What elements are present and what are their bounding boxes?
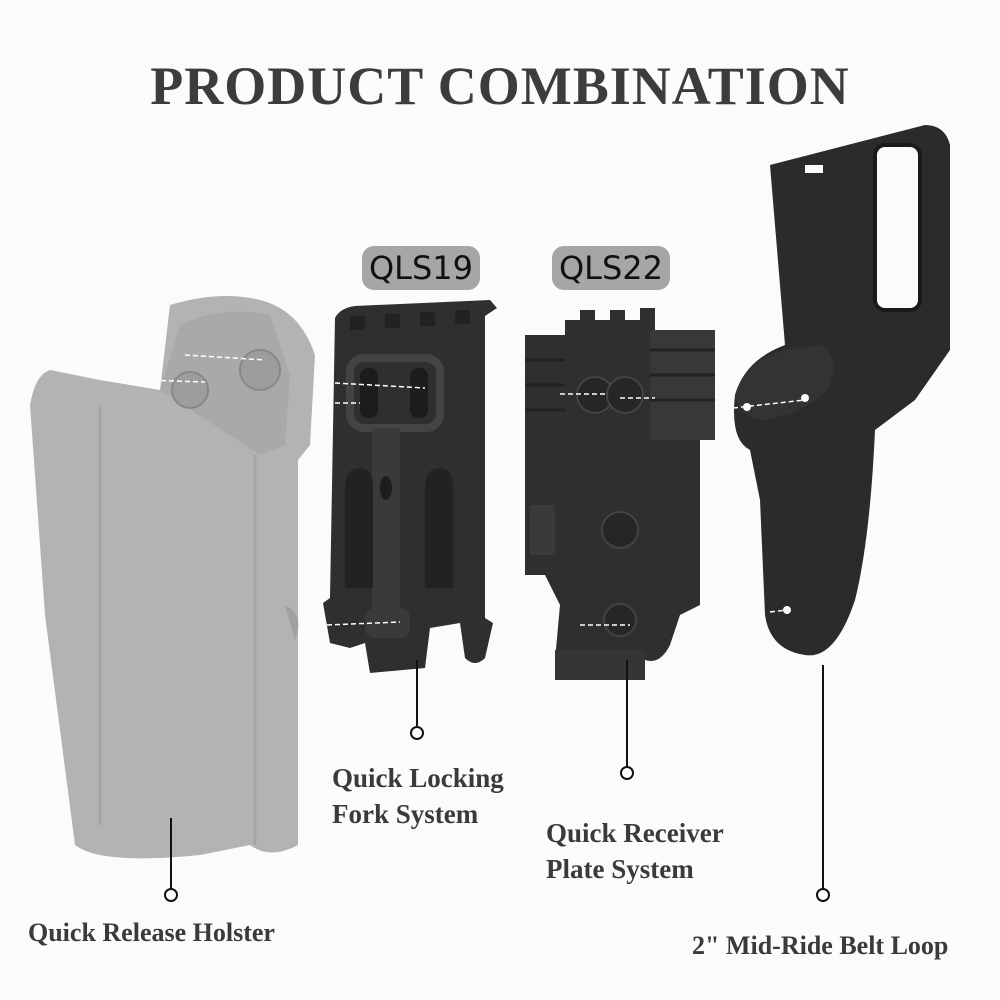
holster-leader-line <box>170 818 172 890</box>
qls19-badge: QLS19 <box>362 246 480 290</box>
quick-receiver-plate-image <box>525 308 715 680</box>
quick-release-holster-image <box>30 296 315 859</box>
label-line-2: Fork System <box>332 799 479 829</box>
mid-ride-belt-loop-label: 2" Mid-Ride Belt Loop <box>692 931 949 960</box>
page-title: PRODUCT COMBINATION <box>150 56 850 116</box>
receiver-leader-dot <box>620 766 634 780</box>
qls22-badge: QLS22 <box>552 246 670 290</box>
belt-loop-leader-dot <box>816 888 830 902</box>
label-line-1: Quick Locking <box>332 763 504 793</box>
receiver-leader-line <box>626 660 628 768</box>
fork-leader-line <box>416 660 418 728</box>
holster-leader-dot <box>164 888 178 902</box>
belt-loop-leader-line <box>822 665 824 890</box>
fork-leader-dot <box>410 726 424 740</box>
quick-receiver-plate-label: Quick Receiver Plate System <box>546 815 724 887</box>
quick-release-holster-label: Quick Release Holster <box>28 918 275 947</box>
quick-locking-fork-image <box>323 300 497 673</box>
mid-ride-belt-loop-image <box>732 125 950 656</box>
label-line-1: Quick Receiver <box>546 818 724 848</box>
label-line-2: Plate System <box>546 854 694 884</box>
quick-locking-fork-label: Quick Locking Fork System <box>332 760 504 832</box>
